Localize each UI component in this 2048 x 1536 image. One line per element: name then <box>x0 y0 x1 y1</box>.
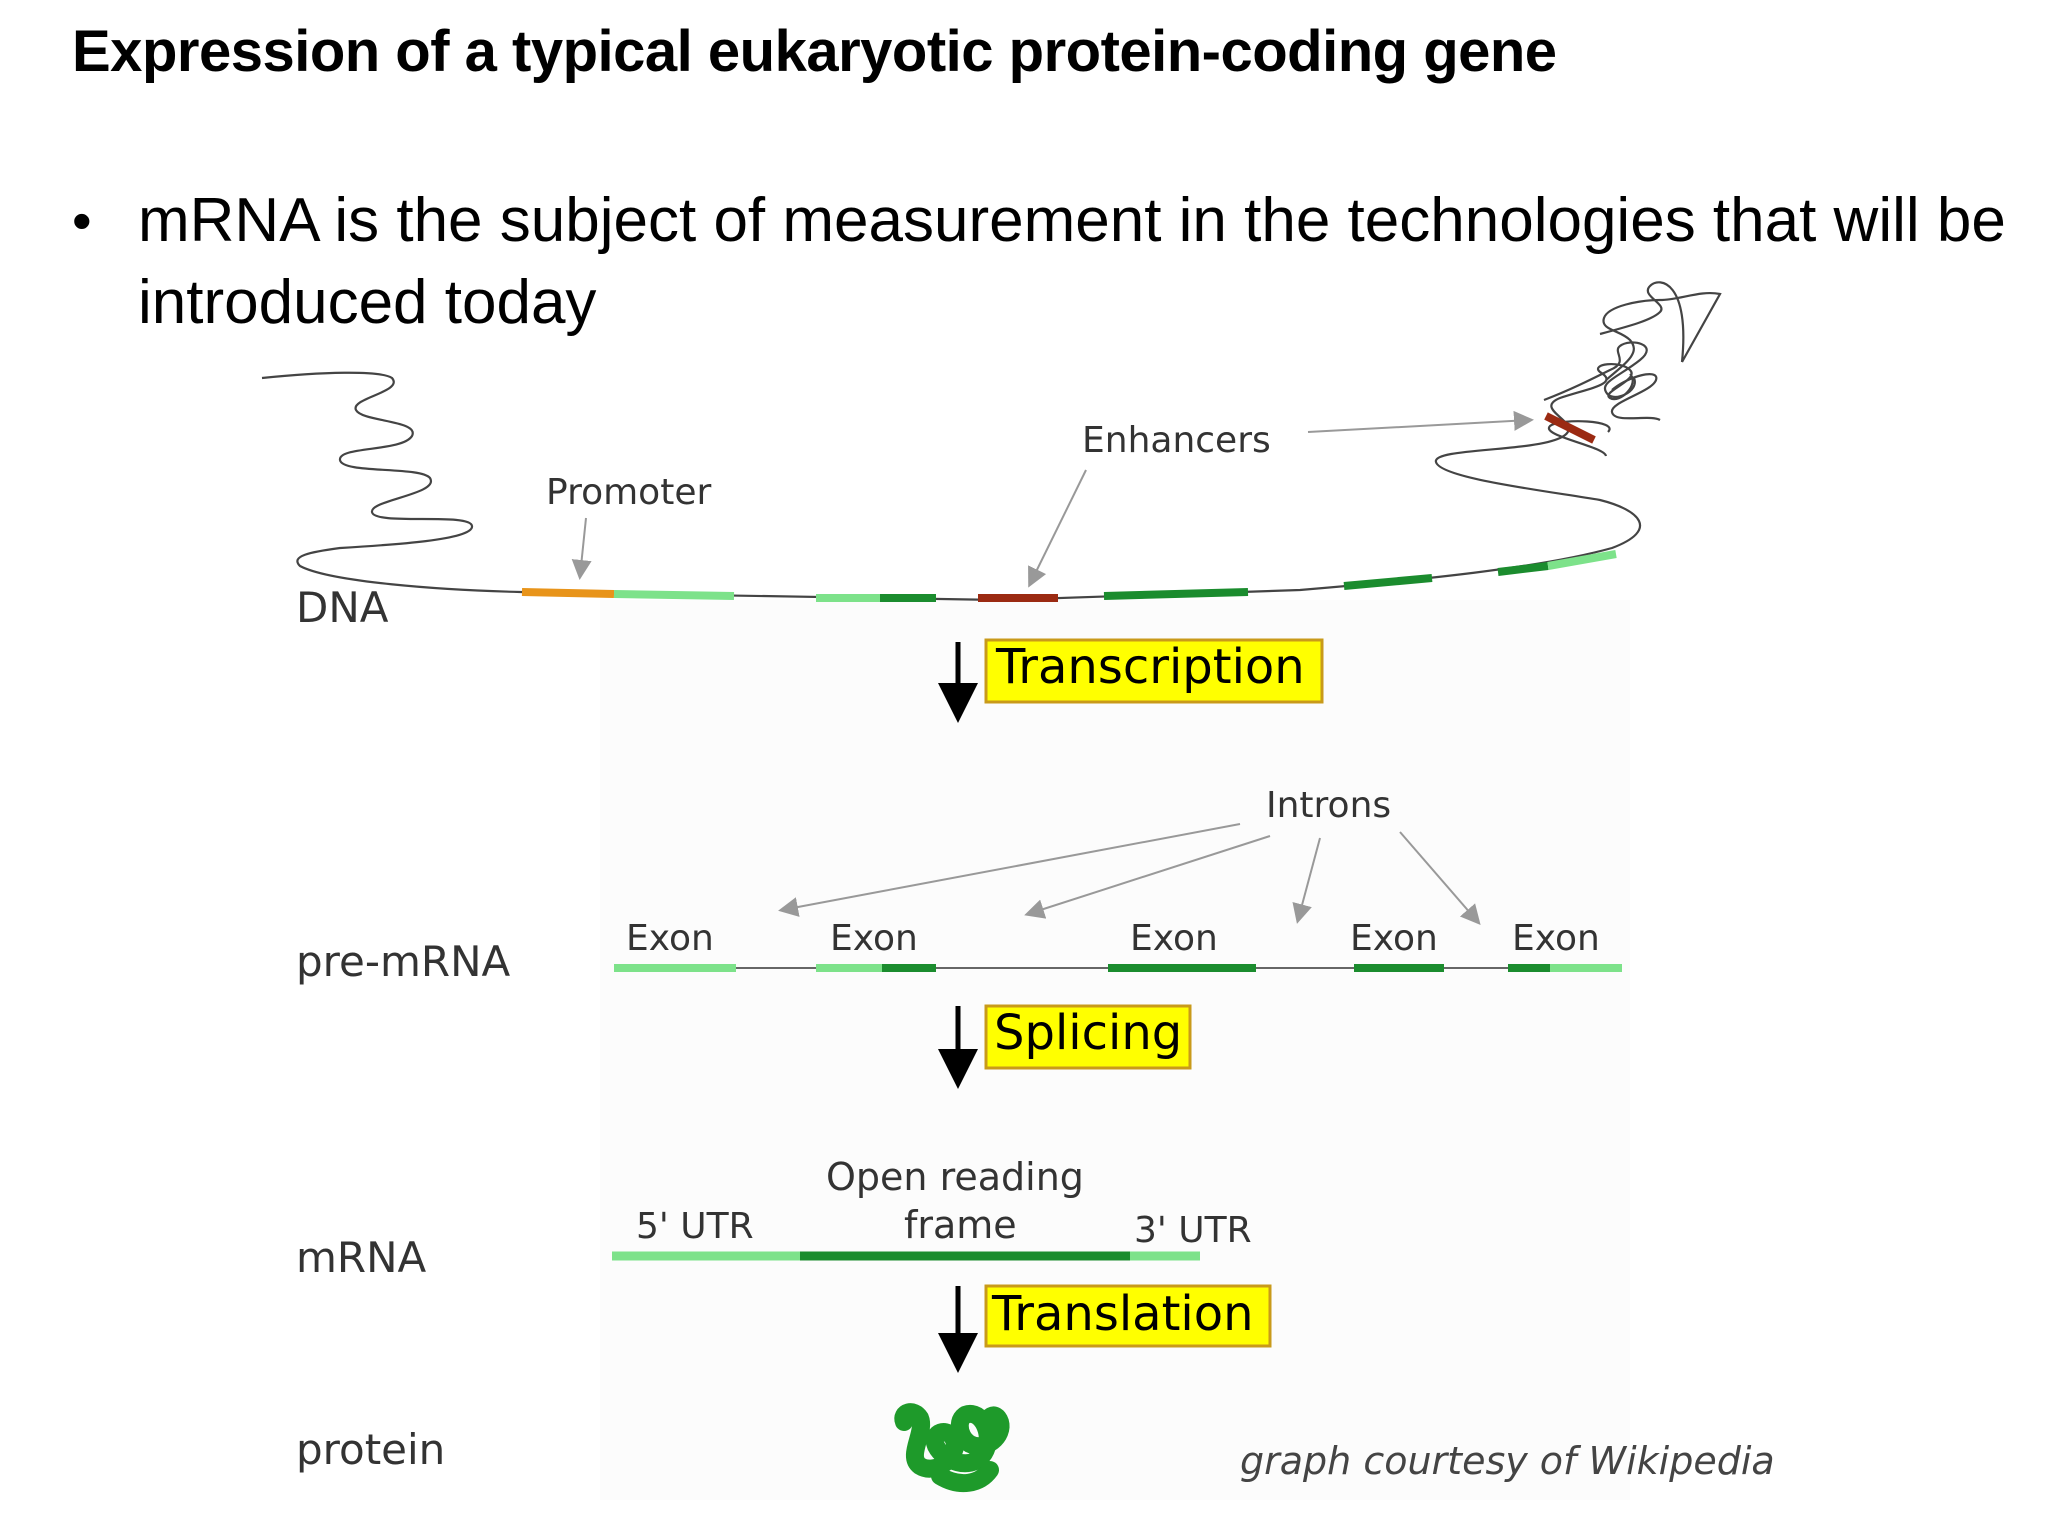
exon-label: Exon <box>1350 918 1438 959</box>
bullet-icon: • <box>72 189 92 252</box>
protein-icon <box>894 1403 1010 1493</box>
dna-exon-segment <box>1547 550 1617 570</box>
protein-label: protein <box>296 1425 445 1474</box>
exon-label: Exon <box>1130 918 1218 959</box>
utr3-label: 3' UTR <box>1134 1210 1252 1251</box>
dna-segments <box>521 412 1617 602</box>
promoter-label: Promoter <box>546 472 711 513</box>
dna-exon-segment <box>1103 588 1249 600</box>
exon-label: Exon <box>1512 918 1600 959</box>
utr5-label: 5' UTR <box>636 1206 754 1247</box>
translation-box <box>984 1284 1272 1348</box>
orf-label-line1: Open reading <box>826 1155 1084 1199</box>
exon-label: Exon <box>830 918 918 959</box>
enhancers-label: Enhancers <box>1082 420 1271 461</box>
orf-label-line2: frame <box>904 1203 1017 1247</box>
dna-exon-segment <box>1343 574 1433 590</box>
mrna-label: mRNA <box>296 1233 427 1282</box>
dna-exon-segment <box>1497 562 1549 576</box>
intron-arrows <box>778 823 1481 926</box>
transcription-box <box>984 638 1324 704</box>
dna-strand <box>261 281 1722 602</box>
pre-mrna-label: pre-mRNA <box>296 937 511 986</box>
dna-exon-segment <box>613 590 735 600</box>
transcription-label: Transcription <box>995 639 1305 695</box>
enhancer-arrow <box>1028 469 1087 588</box>
promoter-arrow <box>571 517 592 580</box>
exon-labels: Exon Exon Exon Exon Exon <box>626 918 1600 959</box>
distal-enhancer-segment <box>1544 412 1596 444</box>
promoter-segment <box>521 588 615 598</box>
bullet-text: mRNA is the subject of measurement in th… <box>138 186 2006 337</box>
distal-enhancer-arrow <box>1307 410 1534 433</box>
introns-label: Introns <box>1266 785 1391 826</box>
splicing-box <box>984 1004 1192 1070</box>
translation-label: Translation <box>991 1286 1254 1342</box>
exon-label: Exon <box>626 918 714 959</box>
splicing-label: Splicing <box>994 1005 1182 1061</box>
credit-label: graph courtesy of Wikipedia <box>1240 1439 1775 1483</box>
dna-label: DNA <box>296 583 389 632</box>
slide-title: Expression of a typical eukaryotic prote… <box>72 19 1557 84</box>
